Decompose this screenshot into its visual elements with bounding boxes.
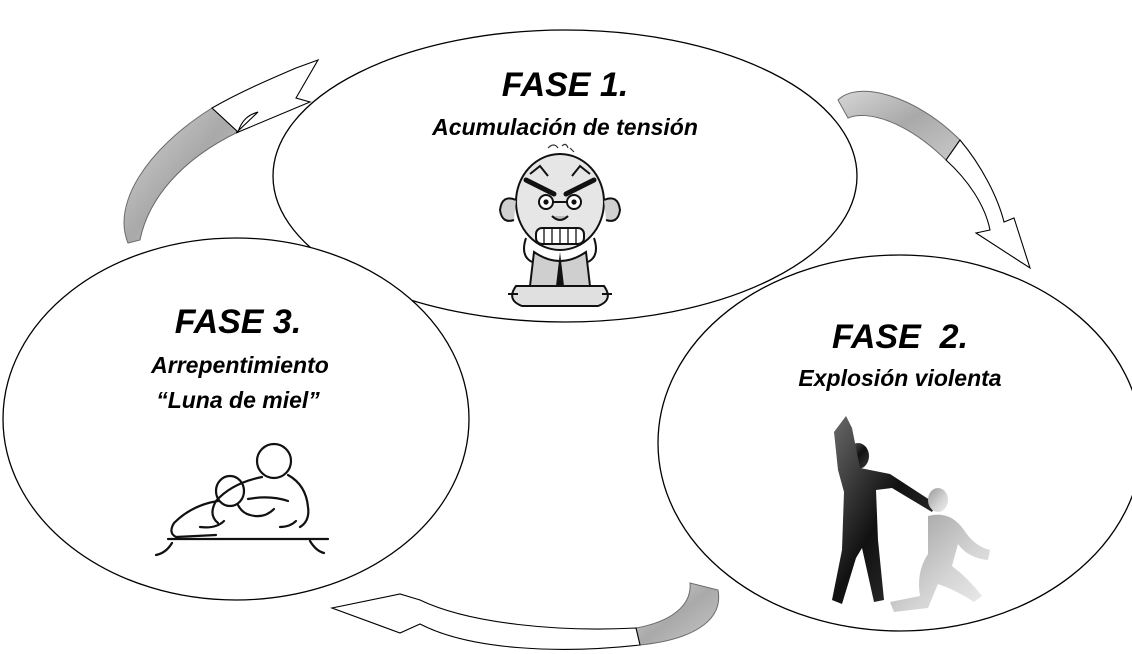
phase-3-node: FASE 3. Arrepentimiento “Luna de miel” xyxy=(2,237,470,601)
violent-figures-silhouette-icon xyxy=(832,416,990,612)
arrow-2-to-3-shaded-tail xyxy=(635,582,720,646)
phase-3-ellipse xyxy=(2,237,470,601)
phase-3-title: FASE 3. xyxy=(175,303,302,341)
cycle-arrow-3-to-1 xyxy=(123,58,320,244)
phase-1-title: FASE 1. xyxy=(502,66,629,104)
phase-1-node: FASE 1. Acumulación de tensión xyxy=(272,29,858,323)
arrow-2-to-3-outline-head xyxy=(329,593,641,650)
arrow-1-to-2-shaded-tail xyxy=(837,90,961,161)
arrow-1-to-2-outline-head xyxy=(945,139,1031,270)
arrow-3-to-1-outline-head xyxy=(211,58,320,134)
phase-2-node: FASE 2. Explosión violenta xyxy=(657,254,1132,632)
phase-2-title: FASE 2. xyxy=(832,318,968,356)
phase-2-ellipse xyxy=(657,254,1132,632)
phase-2-subtitle: Explosión violenta xyxy=(798,365,1001,391)
angry-old-man-cartoon-icon xyxy=(498,143,622,307)
cycle-arrow-1-to-2 xyxy=(837,90,1031,270)
phase-3-subtitle-line-2: “Luna de miel” xyxy=(156,387,320,413)
consoling-figures-sketch-icon xyxy=(154,442,330,557)
arrow-3-to-1-shaded-tail xyxy=(123,107,239,244)
phase-3-subtitle-line-1: Arrepentimiento xyxy=(150,352,329,378)
cycle-arrow-2-to-3 xyxy=(329,582,720,650)
phase-1-subtitle: Acumulación de tensión xyxy=(431,114,698,140)
